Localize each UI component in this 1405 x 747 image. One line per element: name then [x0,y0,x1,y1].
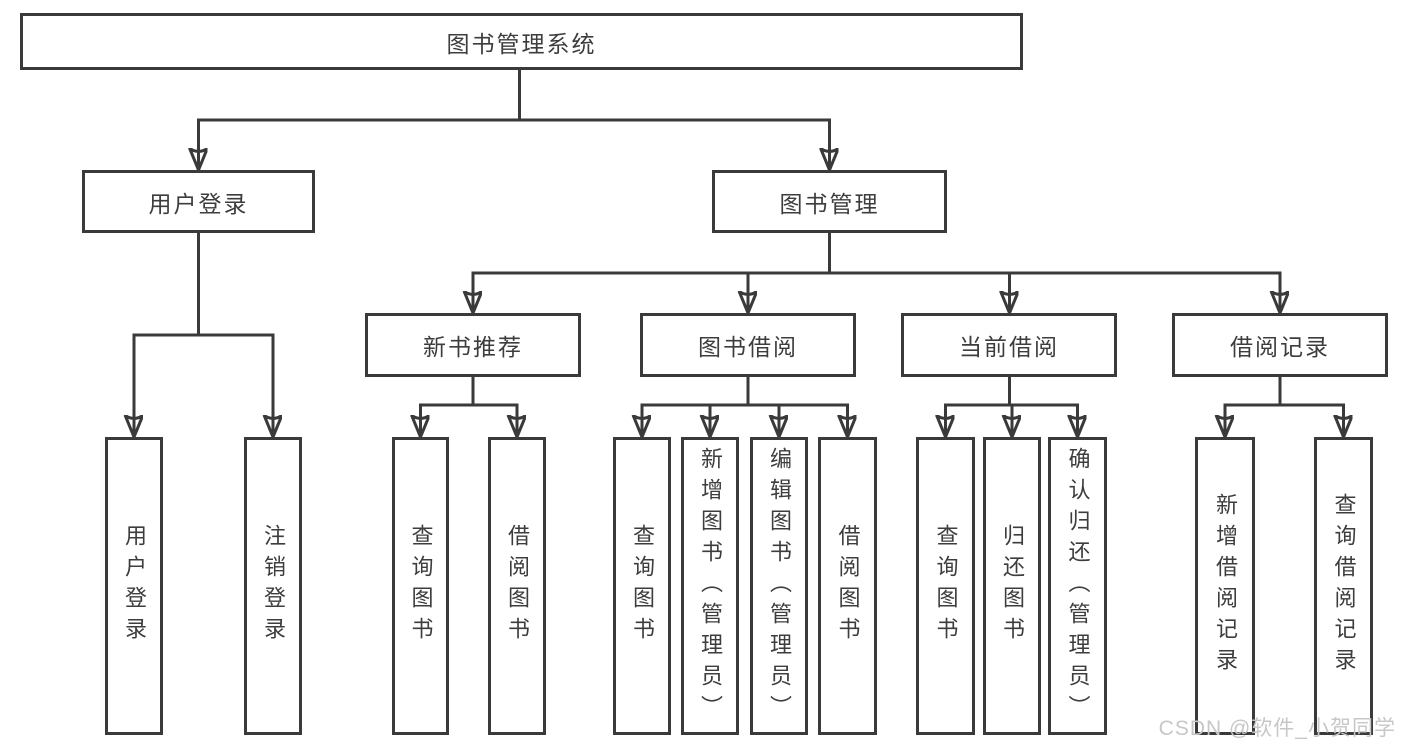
edges-book-mgmt-to-level3 [473,231,1280,312]
node-label: 归还图书 [1000,524,1025,648]
node-borrow-records: 借阅记录 [1172,313,1388,377]
node-label: 新书推荐 [423,334,523,360]
node-label: 注销登录 [261,524,286,648]
node-user-login: 用户登录 [82,170,315,233]
edges-new-books-branch [421,375,518,436]
node-label: 图书管理系统 [446,30,597,57]
node-label: 借阅记录 [1230,334,1330,360]
node-leaf-return-books: 归还图书 [983,437,1041,735]
node-root-system: 图书管理系统 [20,13,1023,70]
node-label: 用户登录 [122,524,147,648]
node-leaf-edit-books-admin: 编辑图书（管理员） [750,437,808,735]
node-label: 新增借阅记录 [1213,493,1238,679]
node-label: 新增图书（管理员） [698,446,723,726]
node-label: 查询图书 [630,524,655,648]
node-leaf-add-borrow-record: 新增借阅记录 [1195,437,1255,735]
node-new-book-recommend: 新书推荐 [365,313,581,377]
node-leaf-add-books-admin: 新增图书（管理员） [681,437,739,735]
node-leaf-borrow-books-1: 借阅图书 [488,437,546,735]
node-label: 图书借阅 [698,334,798,360]
node-label: 确认归还（管理员） [1065,446,1091,726]
node-label: 查询借阅记录 [1331,493,1357,679]
node-leaf-query-books-1: 查询图书 [392,437,449,735]
edges-book-borrow-branch [642,375,848,436]
node-label: 借阅图书 [835,524,861,648]
node-label: 图书管理 [779,190,880,217]
node-leaf-confirm-return-admin: 确认归还（管理员） [1048,437,1107,735]
node-label: 借阅图书 [505,524,530,648]
edges-borrow-records-branch [1225,375,1344,436]
node-book-management: 图书管理 [712,170,947,233]
node-label: 用户登录 [148,190,249,217]
edges-user-login-branch [134,231,273,436]
node-leaf-borrow-books-2: 借阅图书 [818,437,877,735]
node-label: 查询图书 [408,524,434,648]
node-leaf-query-borrow-record: 查询借阅记录 [1314,437,1373,735]
node-leaf-user-login: 用户登录 [105,437,163,735]
node-leaf-query-books-3: 查询图书 [916,437,975,735]
node-current-borrow: 当前借阅 [901,313,1117,377]
node-label: 编辑图书（管理员） [767,446,792,726]
edges-current-borrow-branch [946,375,1078,436]
node-leaf-query-books-2: 查询图书 [613,437,671,735]
csdn-watermark: CSDN @软件_小贺同学 [1158,717,1396,740]
edges-root-to-level2 [199,67,830,169]
node-leaf-logout: 注销登录 [244,437,302,735]
node-label: 查询图书 [933,524,959,648]
node-book-borrow: 图书借阅 [640,313,856,377]
node-label: 当前借阅 [959,334,1059,360]
